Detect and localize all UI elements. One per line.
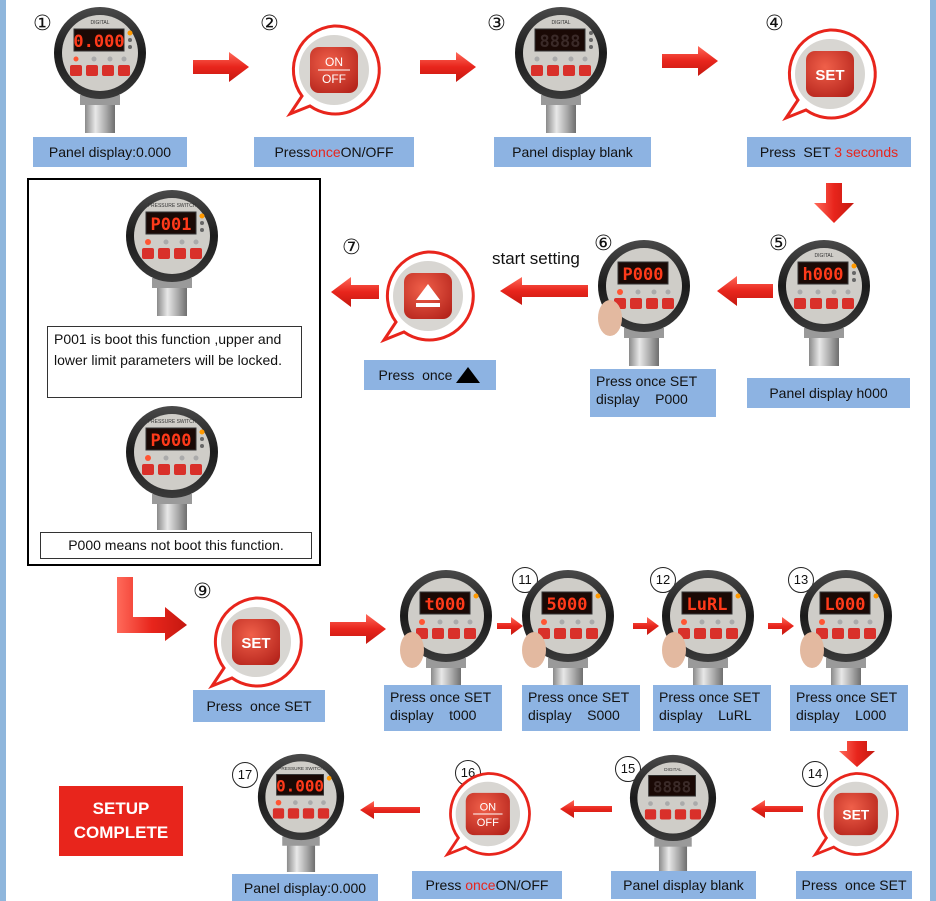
- step-number-11: 11: [512, 567, 538, 593]
- display-readout: 8888: [653, 777, 691, 796]
- pressure-switch-step-1: DIGITAL 0.000: [52, 5, 148, 135]
- step-number-6: ⑥: [594, 231, 613, 255]
- bubble-set-step-4: SET: [778, 24, 878, 124]
- brand-text: DIGITAL: [90, 20, 109, 26]
- display-readout: L000: [825, 595, 866, 615]
- display-readout: LuRL: [687, 595, 728, 615]
- brand-text: PRESSURE SWITCH: [278, 766, 323, 771]
- bubble-set-step-9: SET: [204, 592, 304, 692]
- step-number-2: ②: [260, 11, 279, 35]
- pressure-switch-step-12: LuRL: [660, 568, 756, 686]
- display-readout: 0.000: [276, 776, 324, 795]
- pressure-switch-step-10: t000: [398, 568, 494, 686]
- brand-text: DIGITAL: [551, 20, 570, 26]
- pressure-switch-step-11: 5000: [520, 568, 616, 686]
- note-p001: P001 is boot this function ,upper and lo…: [47, 326, 302, 398]
- step-number-12: 12: [650, 567, 676, 593]
- setup-complete-badge: SETUP COMPLETE: [59, 786, 183, 856]
- step-number-15: 15: [615, 756, 641, 782]
- onoff-label-bottom: OFF: [322, 72, 346, 86]
- arrow-right-1: [193, 52, 249, 82]
- display-readout: P000: [623, 265, 664, 285]
- label-step-5: Panel display h000: [747, 378, 910, 408]
- display-readout: 5000: [547, 595, 588, 615]
- arrow-left-5: [717, 276, 773, 306]
- pressure-switch-step-6: P000: [596, 238, 692, 368]
- arrow-right-9: [330, 614, 386, 644]
- label-step-1: Panel display:0.000: [33, 137, 187, 167]
- onoff-label-top: ON: [480, 801, 497, 813]
- start-setting-text: start setting: [492, 249, 580, 268]
- pressure-switch-step-15: DIGITAL 8888: [628, 753, 718, 871]
- step-number-14: 14: [802, 761, 828, 787]
- pressure-switch-step-13: L000: [798, 568, 894, 686]
- arrow-down-13: [839, 741, 875, 767]
- set-button-label: SET: [842, 808, 869, 823]
- pressure-switch-step-8-p001: PRESSURE SWITCH P001: [124, 188, 220, 318]
- display-readout: 8888: [540, 32, 581, 52]
- arrow-left-15: [560, 800, 612, 818]
- arrow-right-10: [497, 617, 523, 635]
- arrow-right-12: [768, 617, 794, 635]
- brand-text: PRESSURE SWITCH: [148, 203, 197, 209]
- bubble-set-step-14: SET: [808, 768, 900, 860]
- label-step-9: Press once SET: [193, 690, 325, 722]
- arrow-right-2: [420, 52, 476, 82]
- pressure-switch-step-5: DIGITAL h000: [776, 238, 872, 368]
- step-number-17: 17: [232, 762, 258, 788]
- bubble-onoff-step-16: ON OFF: [440, 768, 532, 860]
- set-button-label: SET: [815, 67, 844, 84]
- step-number-1: ①: [33, 11, 52, 35]
- label-step-2: Press once ON/OFF: [254, 137, 414, 167]
- arrow-left-16: [360, 801, 420, 819]
- onoff-label-top: ON: [325, 55, 343, 69]
- brand-text: DIGITAL: [814, 253, 833, 259]
- arrow-left-14: [751, 800, 803, 818]
- bubble-up-step-7: [376, 246, 476, 346]
- label-step-15: Panel display blank: [611, 871, 756, 899]
- pressure-switch-step-8-p000: PRESSURE SWITCH P000: [124, 404, 220, 530]
- step-number-13: 13: [788, 567, 814, 593]
- step-number-3: ③: [487, 11, 506, 35]
- arrow-right-11: [633, 617, 659, 635]
- label-step-7: Press once: [364, 360, 496, 390]
- step-number-5: ⑤: [769, 231, 788, 255]
- up-triangle-icon: [456, 367, 481, 383]
- label-step-14: Press once SET: [796, 871, 912, 899]
- onoff-label-bottom: OFF: [477, 817, 499, 829]
- display-readout: t000: [425, 595, 466, 615]
- display-readout: h000: [803, 265, 844, 285]
- step-number-4: ④: [765, 11, 784, 35]
- arrow-left-7: [331, 277, 379, 307]
- arrow-right-3: [662, 46, 718, 76]
- pressure-switch-step-17: PRESSURE SWITCH 0.000: [256, 752, 346, 872]
- brand-text: DIGITAL: [664, 767, 682, 772]
- display-readout: 0.000: [73, 32, 124, 52]
- display-readout: P000: [151, 431, 192, 451]
- arrow-left-6: [500, 277, 588, 305]
- display-readout: P001: [151, 215, 192, 235]
- bubble-onoff-step-2: ON OFF: [282, 20, 382, 120]
- label-step-3: Panel display blank: [494, 137, 651, 167]
- label-step-17: Panel display:0.000: [232, 874, 378, 901]
- label-step-16: Press once ON/OFF: [412, 871, 562, 899]
- arrow-corner-8: [117, 577, 187, 641]
- arrow-down-4: [814, 183, 854, 223]
- set-button-label: SET: [241, 635, 270, 652]
- step-number-9: ⑨: [193, 579, 212, 603]
- brand-text: PRESSURE SWITCH: [148, 419, 197, 425]
- label-step-4: Press SET 3 seconds: [747, 137, 911, 167]
- note-p000: P000 means not boot this function.: [40, 532, 312, 559]
- step-number-7: ⑦: [342, 235, 361, 259]
- pressure-switch-step-3: DIGITAL 8888: [513, 5, 609, 135]
